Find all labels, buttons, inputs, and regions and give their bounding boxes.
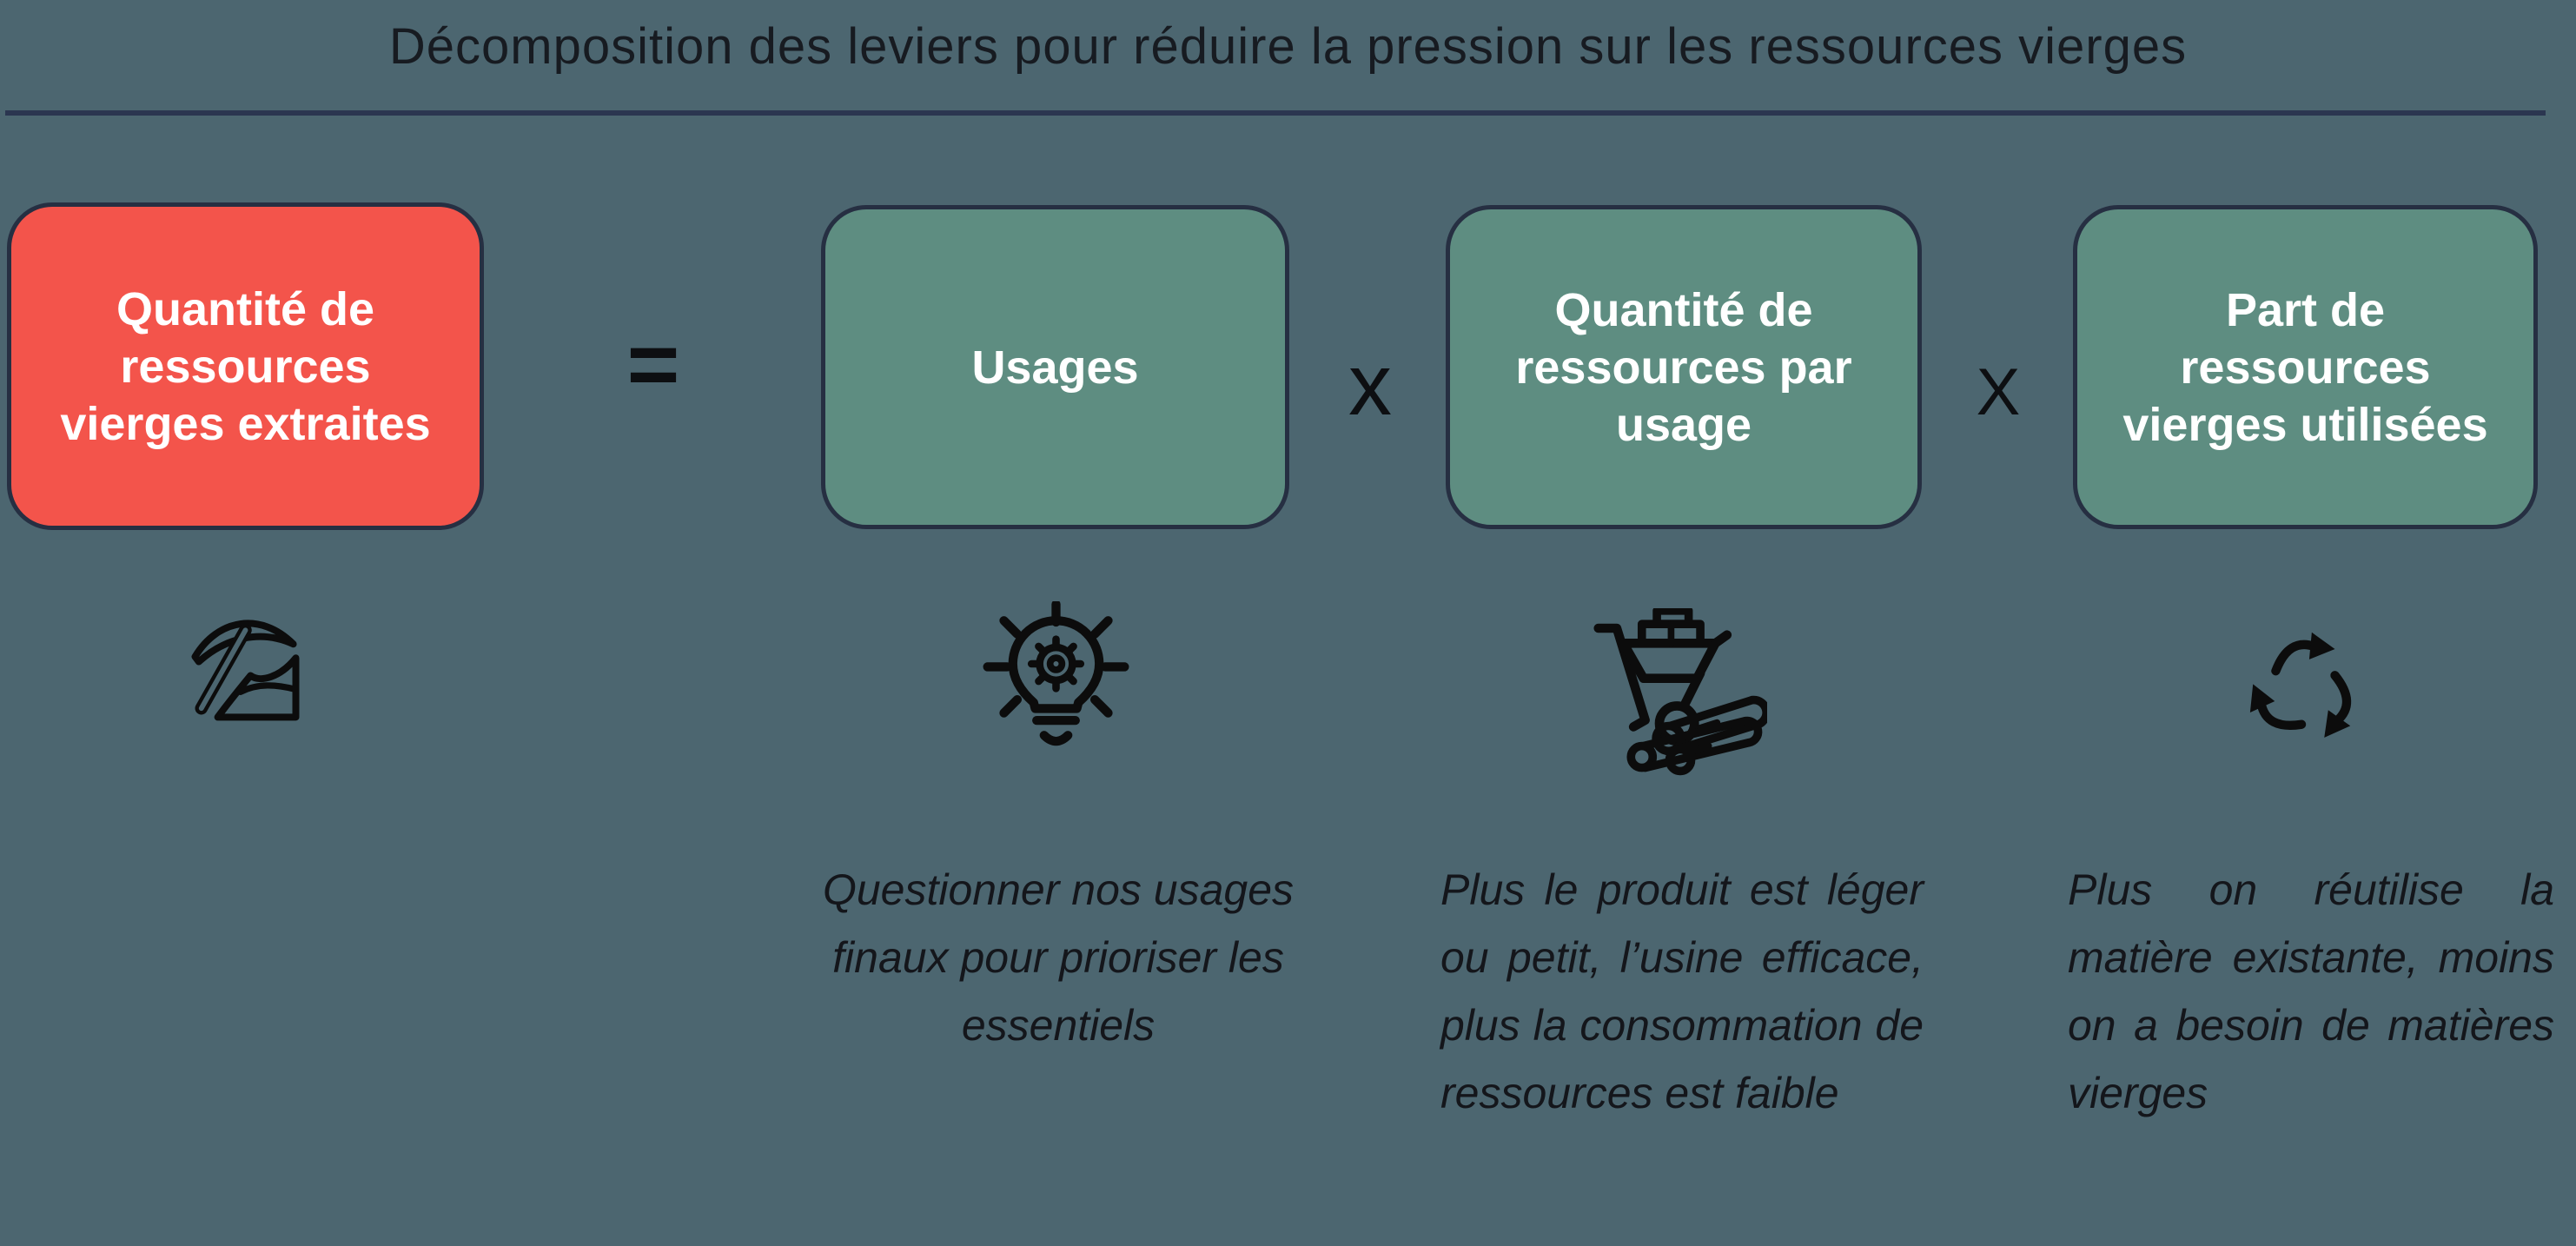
description-usages: Questionner nos usages finaux pour prior… xyxy=(822,865,1295,1050)
recycle-icon xyxy=(2249,632,2352,738)
factor-box-usages: Usages xyxy=(821,205,1289,529)
times-operator-2: X xyxy=(1976,355,2021,429)
lightbulb-gear-icon xyxy=(983,601,1129,746)
factor-box-ressources-par-usage: Quantité de ressources par usage xyxy=(1446,205,1922,529)
equals-operator: = xyxy=(626,315,680,415)
description-ressources-par-usage: Plus le produit est léger ou petit, l’us… xyxy=(1440,865,1924,1117)
pickaxe-icon xyxy=(191,620,300,721)
factor-box-part-ressources-vierges: Part de ressources vierges utilisées xyxy=(2073,205,2538,529)
factor-box-label: Quantité de ressources par usage xyxy=(1515,283,1852,451)
factor-box-label: Usages xyxy=(971,341,1139,394)
title-divider xyxy=(5,110,2546,116)
page-title: Décomposition des leviers pour réduire l… xyxy=(388,18,2188,75)
factor-box-label: Part de ressources vierges utilisées xyxy=(2122,283,2488,451)
description-part-ressources-vierges: Plus on réutilise la matière existante, … xyxy=(2068,865,2554,1117)
result-box-label: Quantité de ressources vierges extraites xyxy=(60,282,431,450)
times-operator-1: x xyxy=(1348,336,1392,434)
wheelbarrow-logs-icon xyxy=(1593,608,1767,776)
result-box: Quantité de ressources vierges extraites xyxy=(7,202,484,530)
